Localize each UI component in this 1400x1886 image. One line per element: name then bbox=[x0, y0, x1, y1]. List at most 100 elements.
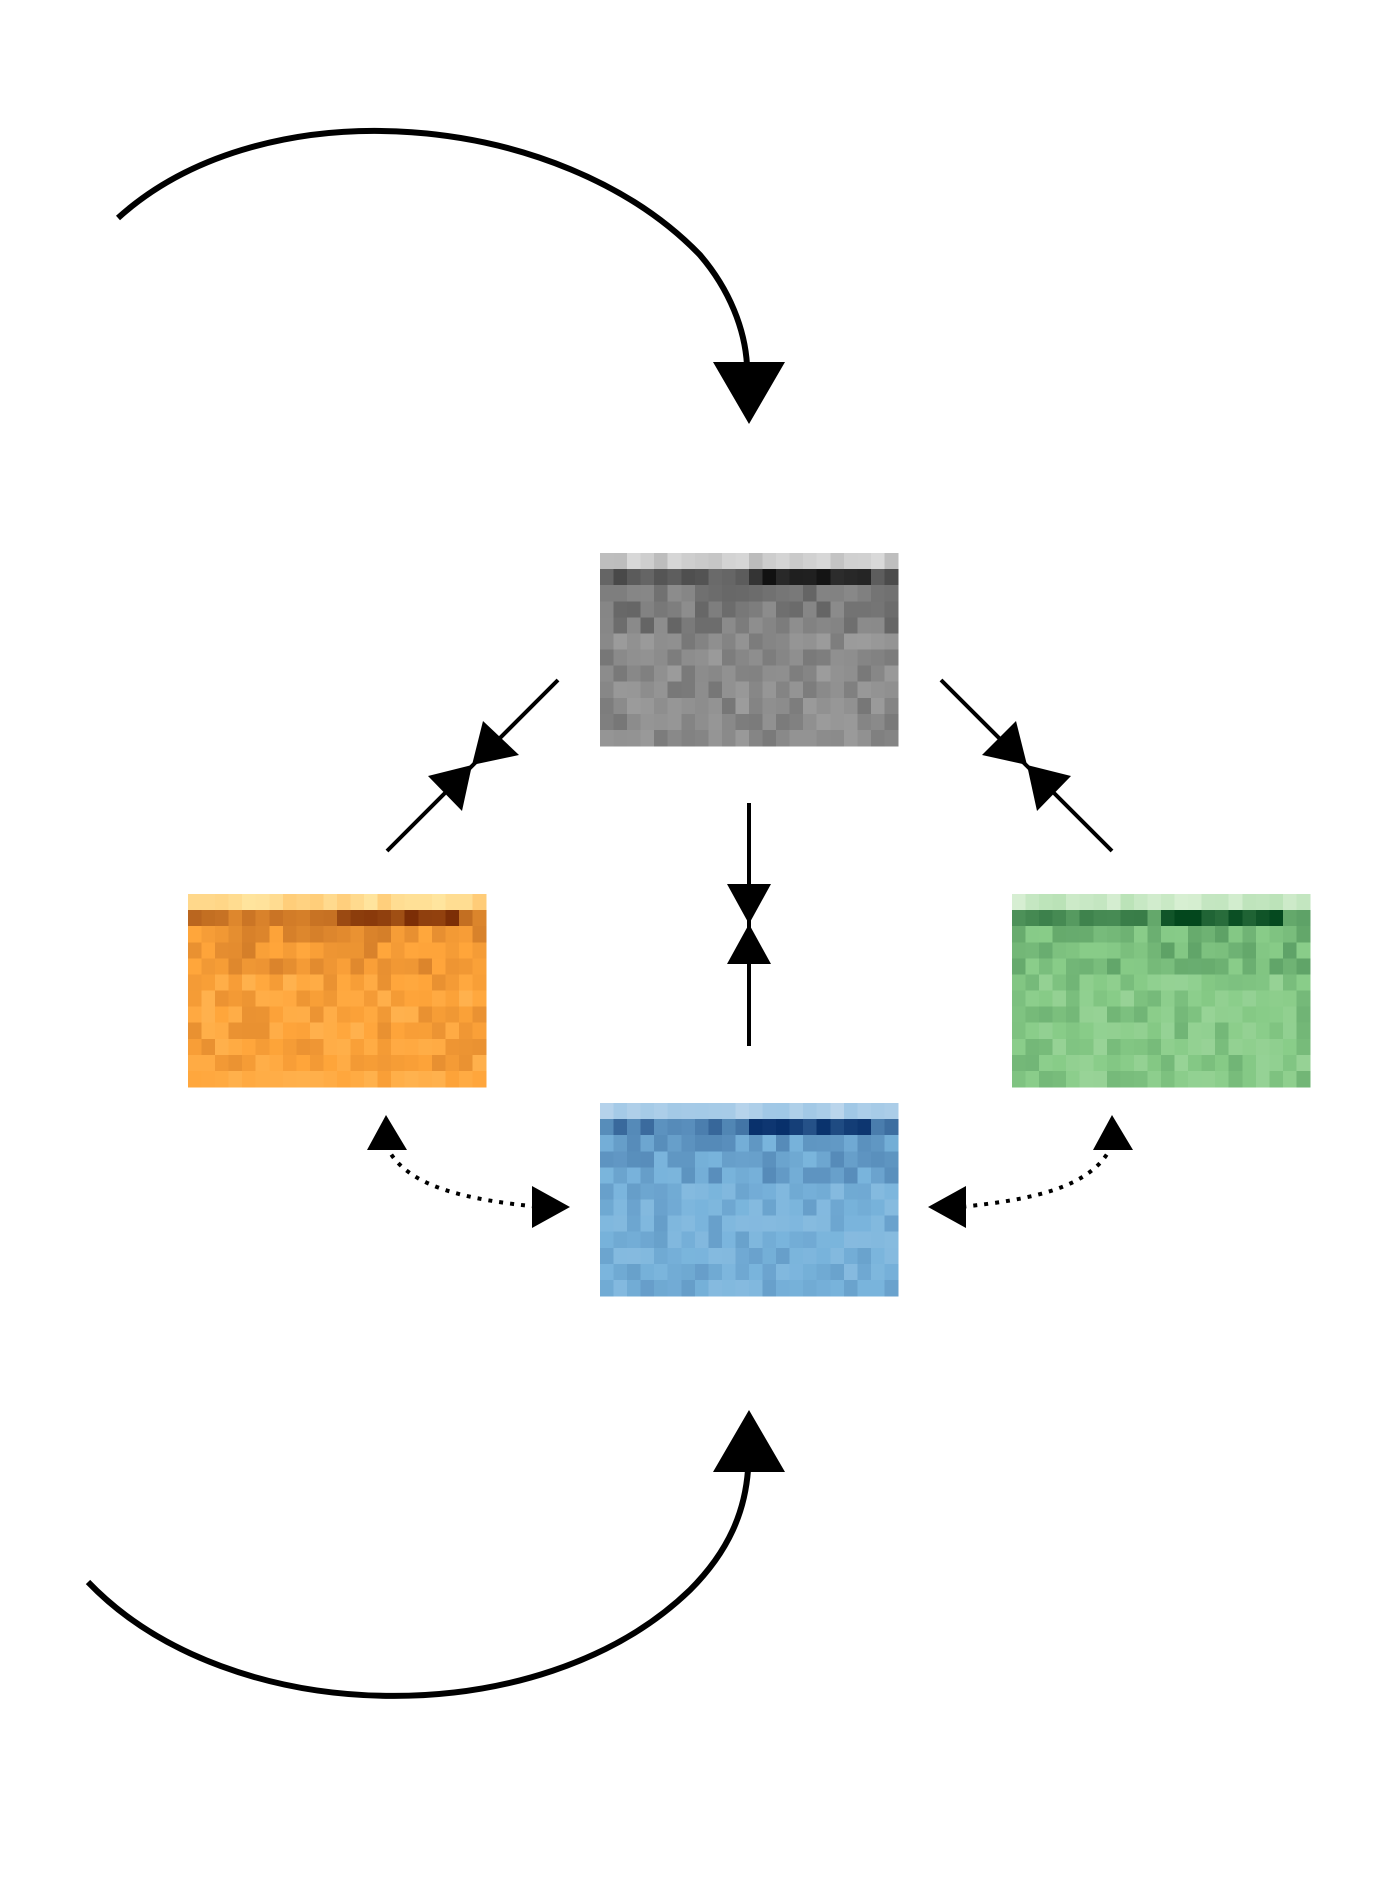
gray-heatmap-cell bbox=[762, 649, 777, 667]
gray-heatmap-cell bbox=[857, 585, 872, 602]
blue-heatmap-cell bbox=[654, 1247, 669, 1265]
blue-heatmap-cell bbox=[708, 1247, 723, 1265]
gray-heatmap-cell bbox=[667, 681, 682, 699]
blue-heatmap-cell bbox=[667, 1167, 682, 1185]
blue-heatmap-node[interactable] bbox=[600, 1103, 899, 1297]
gray-heatmap-cell bbox=[816, 729, 831, 747]
orange-heatmap-cell bbox=[269, 926, 284, 943]
gray-heatmap-cell bbox=[708, 569, 723, 586]
gray-heatmap-cell bbox=[857, 713, 872, 731]
orange-heatmap-cell bbox=[404, 1022, 419, 1040]
orange-heatmap-cell bbox=[418, 974, 433, 992]
gray-heatmap-cell bbox=[789, 697, 804, 715]
gray-heatmap-cell bbox=[708, 585, 723, 602]
orange-heatmap-node[interactable] bbox=[188, 894, 487, 1088]
orange-heatmap-cell bbox=[391, 990, 406, 1008]
green-heatmap-node[interactable] bbox=[1012, 894, 1311, 1088]
blue-heatmap-cell bbox=[735, 1103, 750, 1120]
orange-heatmap-cell bbox=[215, 1038, 230, 1056]
orange-heatmap-cell bbox=[201, 1006, 216, 1024]
blue-heatmap-cell bbox=[830, 1151, 845, 1168]
blue-heatmap-cell bbox=[762, 1279, 777, 1297]
blue-heatmap-cell bbox=[870, 1103, 886, 1120]
gray-heatmap-node[interactable] bbox=[600, 553, 899, 747]
green-heatmap-cell bbox=[1025, 990, 1040, 1008]
orange-heatmap-cell bbox=[337, 1006, 352, 1024]
blue-heatmap-cell bbox=[640, 1247, 655, 1265]
gray-heatmap-cell bbox=[843, 681, 858, 699]
orange-heatmap-cell bbox=[377, 942, 392, 959]
green-heatmap-cell bbox=[1025, 1054, 1040, 1072]
green-heatmap-cell bbox=[1025, 1038, 1040, 1056]
green-heatmap-cell bbox=[1255, 1006, 1270, 1024]
green-heatmap-cell bbox=[1106, 1070, 1121, 1088]
green-heatmap-cell bbox=[1012, 910, 1027, 927]
green-heatmap-cell bbox=[1161, 990, 1176, 1008]
orange-heatmap-cell bbox=[296, 910, 311, 927]
gray-heatmap-cell bbox=[789, 681, 804, 699]
green-heatmap-cell bbox=[1242, 910, 1257, 927]
gray-heatmap-cell bbox=[830, 681, 845, 699]
orange-heatmap-cell bbox=[269, 1054, 284, 1072]
blue-heatmap-cell bbox=[654, 1103, 669, 1120]
green-heatmap-cell bbox=[1255, 1038, 1270, 1056]
blue-heatmap-cell bbox=[681, 1167, 696, 1185]
orange-heatmap-cell bbox=[418, 1054, 433, 1072]
green-heatmap-cell bbox=[1066, 910, 1081, 927]
orange-heatmap-cell bbox=[296, 1006, 311, 1024]
blue-heatmap-cell bbox=[708, 1183, 723, 1201]
green-heatmap-cell bbox=[1188, 910, 1203, 927]
orange-heatmap-cell bbox=[418, 990, 433, 1008]
gray-heatmap-cell bbox=[654, 729, 669, 747]
orange-heatmap-cell bbox=[364, 1022, 379, 1040]
orange-heatmap-cell bbox=[282, 926, 297, 943]
orange-heatmap-cell bbox=[472, 1006, 487, 1024]
orange-heatmap-cell bbox=[269, 1070, 284, 1088]
orange-heatmap-cell bbox=[404, 1038, 419, 1056]
green-heatmap-cell bbox=[1012, 1054, 1027, 1072]
blue-heatmap-cell bbox=[884, 1247, 899, 1265]
green-heatmap-cell bbox=[1188, 990, 1203, 1008]
orange-heatmap-cell bbox=[377, 1054, 392, 1072]
green-heatmap-cell bbox=[1242, 926, 1257, 943]
blue-heatmap-cell bbox=[789, 1135, 804, 1152]
orange-heatmap-cell bbox=[201, 1070, 216, 1088]
green-heatmap-cell bbox=[1215, 926, 1230, 943]
blue-heatmap-cell bbox=[613, 1263, 628, 1281]
gray-heatmap-cell bbox=[803, 729, 818, 747]
orange-heatmap-cell bbox=[472, 894, 487, 911]
blue-heatmap-cell bbox=[708, 1151, 723, 1168]
gray-heatmap-cell bbox=[667, 553, 682, 570]
orange-heatmap-cell bbox=[309, 1022, 325, 1040]
gray-heatmap-cell bbox=[803, 601, 818, 618]
blue-heatmap-cell bbox=[830, 1231, 845, 1249]
blue-heatmap-cell bbox=[857, 1167, 872, 1185]
green-heatmap-cell bbox=[1282, 958, 1298, 976]
gray-heatmap-cell bbox=[789, 649, 804, 667]
orange-heatmap-cell bbox=[242, 894, 257, 911]
orange-heatmap-cell bbox=[445, 1038, 460, 1056]
orange-heatmap-cell bbox=[282, 990, 297, 1008]
green-heatmap-cell bbox=[1052, 958, 1067, 976]
blue-heatmap-cell bbox=[816, 1199, 831, 1217]
green-heatmap-cell bbox=[1188, 1022, 1203, 1040]
green-heatmap-cell bbox=[1255, 910, 1270, 927]
orange-heatmap-cell bbox=[404, 942, 419, 959]
orange-heatmap-cell bbox=[418, 1038, 433, 1056]
green-heatmap-cell bbox=[1012, 974, 1027, 992]
orange-heatmap-cell bbox=[323, 1054, 338, 1072]
green-heatmap-cell bbox=[1039, 942, 1054, 959]
green-heatmap-cell bbox=[1215, 990, 1230, 1008]
green-heatmap-cell bbox=[1215, 1038, 1230, 1056]
gray-heatmap-cell bbox=[857, 617, 872, 635]
green-heatmap-cell bbox=[1242, 1038, 1257, 1056]
blue-heatmap-cell bbox=[776, 1247, 791, 1265]
orange-heatmap-cell bbox=[228, 990, 243, 1008]
blue-heatmap-cell bbox=[694, 1231, 709, 1249]
orange-heatmap-cell bbox=[350, 910, 365, 927]
blue-heatmap-cell bbox=[627, 1263, 642, 1281]
blue-heatmap-cell bbox=[843, 1151, 858, 1168]
green-heatmap-cell bbox=[1269, 942, 1284, 959]
blue-heatmap-cell bbox=[694, 1263, 709, 1281]
blue-heatmap-cell bbox=[870, 1279, 886, 1297]
